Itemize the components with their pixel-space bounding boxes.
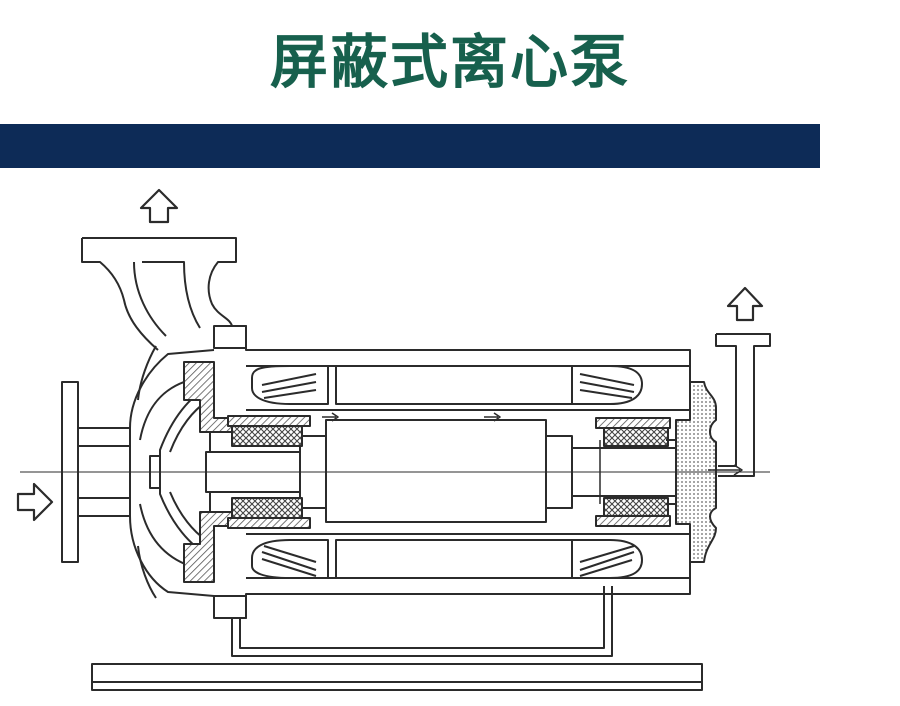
circulation-pipe	[231, 586, 613, 657]
baseplate	[91, 663, 703, 691]
vent-pipe	[715, 333, 771, 477]
vent-arrow-icon	[726, 286, 764, 322]
title-bar	[0, 124, 820, 168]
volute-casing	[129, 345, 215, 599]
discharge-arrow-icon	[139, 188, 179, 224]
stator-winding-bottom	[251, 539, 643, 579]
slide-title: 屏蔽式离心泵	[269, 28, 630, 96]
front-bearing	[227, 415, 311, 529]
suction-arrow-icon	[16, 482, 54, 522]
rotor	[299, 419, 573, 523]
flow-arrows	[322, 412, 743, 476]
stator-winding-top	[251, 365, 643, 405]
canned-motor-pump-diagram	[16, 188, 771, 691]
discharge-nozzle	[81, 237, 237, 351]
